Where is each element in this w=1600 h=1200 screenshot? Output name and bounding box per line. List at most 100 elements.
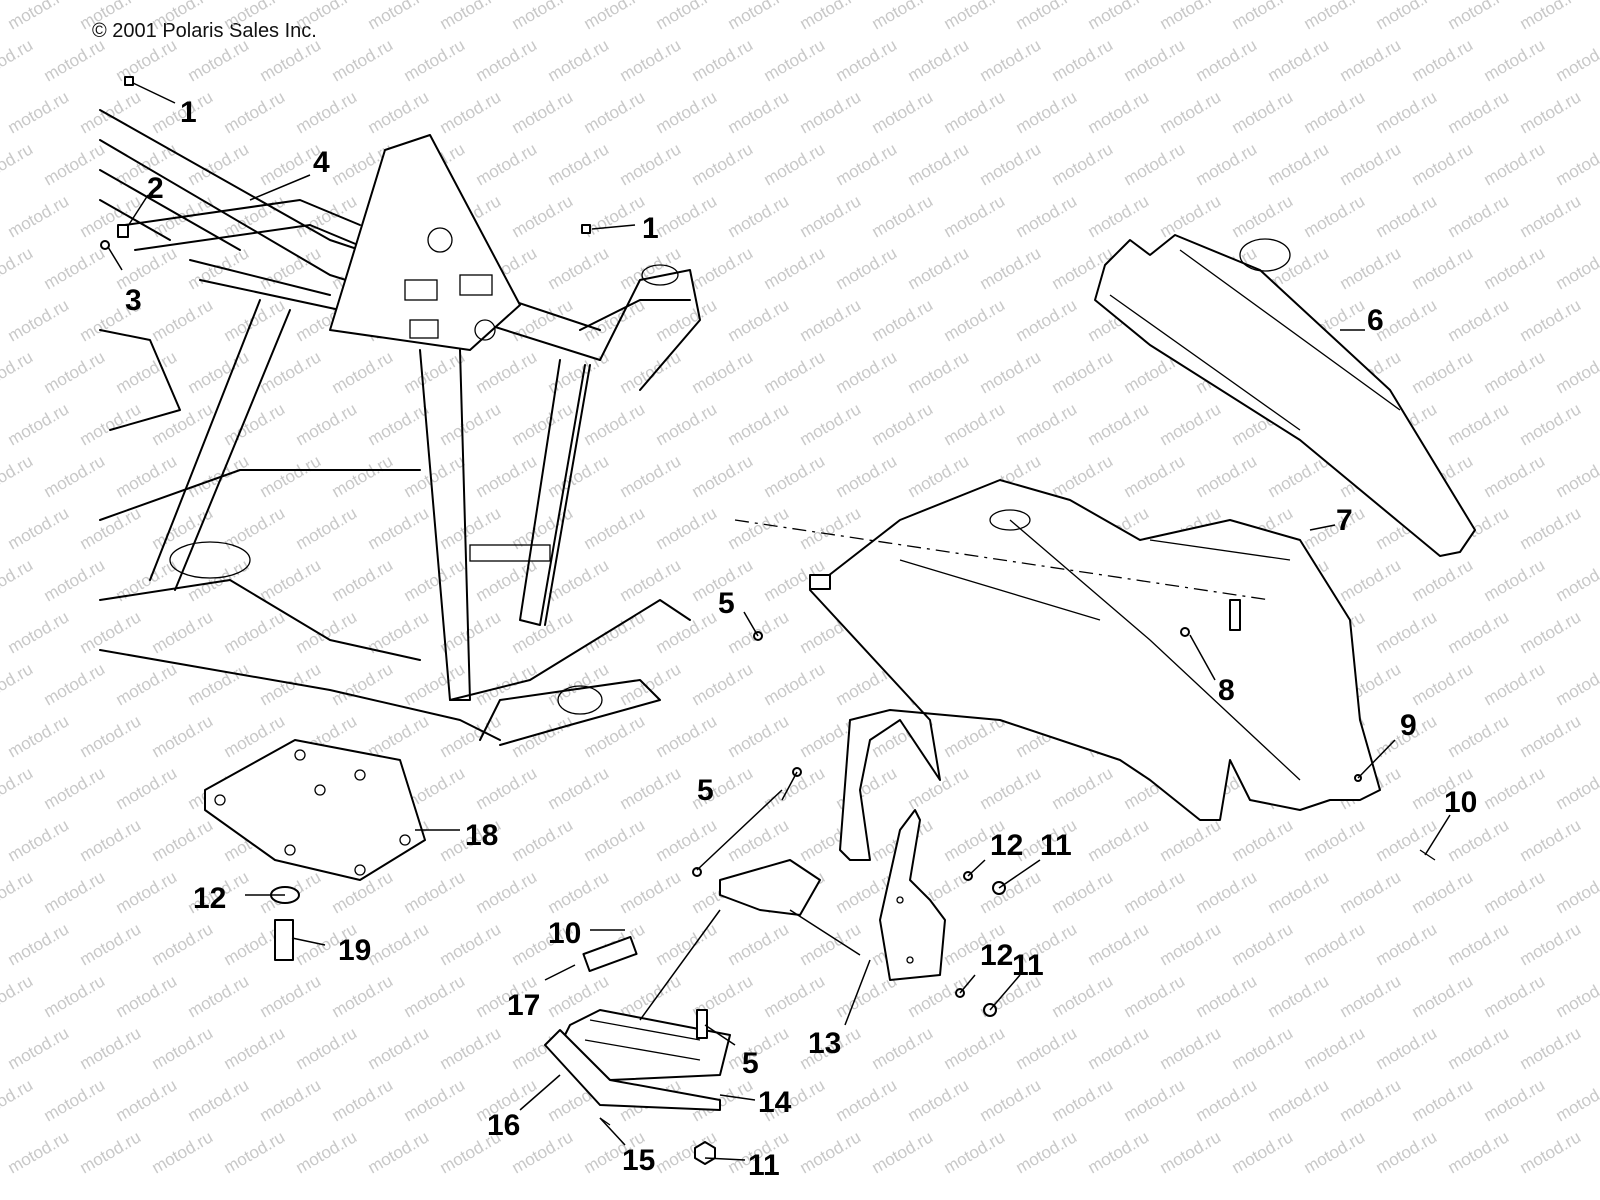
watermark-text: motod.ru (797, 191, 865, 241)
watermark-text: motod.ru (725, 711, 793, 761)
watermark-text: motod.ru (365, 919, 433, 969)
watermark-text: motod.ru (689, 35, 757, 85)
watermark-text: motod.ru (1049, 1075, 1117, 1125)
watermark-text: motod.ru (1049, 763, 1117, 813)
callout-label: 14 (758, 1086, 792, 1119)
watermark-text: motod.ru (1553, 867, 1600, 917)
watermark-text: motod.ru (1085, 87, 1153, 137)
watermark-text: motod.ru (5, 0, 73, 33)
callout-label: 2 (147, 172, 164, 205)
callout-label: 10 (1444, 786, 1477, 819)
watermark-text: motod.ru (1553, 347, 1600, 397)
callout-label: 7 (1336, 504, 1353, 537)
watermark-text: motod.ru (1409, 867, 1477, 917)
watermark-text: motod.ru (1517, 503, 1585, 553)
watermark-text: motod.ru (1409, 971, 1477, 1021)
callout-label: 1 (642, 212, 659, 245)
watermark-text: motod.ru (833, 35, 901, 85)
watermark-text: motod.ru (761, 971, 829, 1021)
watermark-text: motod.ru (0, 763, 36, 813)
watermark-text: motod.ru (437, 1023, 505, 1073)
watermark-text: motod.ru (41, 971, 109, 1021)
watermark-text: motod.ru (185, 35, 253, 85)
watermark-text: motod.ru (401, 35, 469, 85)
watermark-text: motod.ru (5, 87, 73, 137)
watermark-text: motod.ru (581, 295, 649, 345)
screw-icon (274, 919, 294, 961)
watermark-text: motod.ru (1337, 1075, 1405, 1125)
watermark-text: motod.ru (77, 607, 145, 657)
watermark-text: motod.ru (365, 0, 433, 33)
watermark-text: motod.ru (113, 347, 181, 397)
watermark-text: motod.ru (941, 1127, 1009, 1177)
callout-label: 11 (1040, 829, 1072, 862)
watermark-text: motod.ru (1409, 555, 1477, 605)
watermark-text: motod.ru (1193, 139, 1261, 189)
watermark-text: motod.ru (1445, 711, 1513, 761)
screw-icon (692, 867, 702, 877)
watermark-text: motod.ru (761, 451, 829, 501)
watermark-text: motod.ru (41, 867, 109, 917)
watermark-text: motod.ru (509, 815, 577, 865)
watermark-text: motod.ru (1121, 1075, 1189, 1125)
watermark-text: motod.ru (365, 711, 433, 761)
watermark-text: motod.ru (1553, 35, 1600, 85)
watermark-text: motod.ru (1337, 971, 1405, 1021)
watermark-text: motod.ru (1517, 191, 1585, 241)
watermark-text: motod.ru (1553, 451, 1600, 501)
watermark-text: motod.ru (1481, 659, 1549, 709)
watermark-text: motod.ru (113, 243, 181, 293)
watermark-text: motod.ru (293, 503, 361, 553)
watermark-text: motod.ru (1301, 191, 1369, 241)
callout-label: 5 (697, 774, 714, 807)
watermark-text: motod.ru (1013, 1127, 1081, 1177)
watermark-text: motod.ru (1265, 971, 1333, 1021)
watermark-text: motod.ru (1445, 1023, 1513, 1073)
watermark-text: motod.ru (617, 451, 685, 501)
watermark-text: motod.ru (365, 503, 433, 553)
watermark-text: motod.ru (1157, 399, 1225, 449)
watermark-text: motod.ru (653, 295, 721, 345)
watermark-text: motod.ru (1373, 607, 1441, 657)
watermark-text: motod.ru (1229, 191, 1297, 241)
watermark-text: motod.ru (1445, 87, 1513, 137)
watermark-text: motod.ru (185, 1075, 253, 1125)
watermark-text: motod.ru (689, 139, 757, 189)
callout-label: 5 (742, 1047, 759, 1080)
watermark-text: motod.ru (509, 0, 577, 33)
screw-icon (100, 240, 110, 250)
watermark-text: motod.ru (1049, 139, 1117, 189)
front-fender (809, 479, 1381, 861)
watermark-text: motod.ru (1085, 399, 1153, 449)
watermark-text: motod.ru (833, 347, 901, 397)
watermark-text: motod.ru (77, 1023, 145, 1073)
watermark-text: motod.ru (977, 347, 1045, 397)
watermark-text: motod.ru (473, 555, 541, 605)
watermark-text: motod.ru (581, 607, 649, 657)
callout-label: 10 (548, 917, 581, 950)
callout-label: 12 (990, 829, 1023, 862)
watermark-text: motod.ru (941, 0, 1009, 33)
watermark-text: motod.ru (725, 295, 793, 345)
watermark-text: motod.ru (0, 139, 36, 189)
watermark-text: motod.ru (41, 659, 109, 709)
watermark-text: motod.ru (1193, 971, 1261, 1021)
watermark-text: motod.ru (581, 815, 649, 865)
watermark-text: motod.ru (977, 1075, 1045, 1125)
watermark-text: motod.ru (545, 867, 613, 917)
watermark-text: motod.ru (905, 35, 973, 85)
watermark-text: motod.ru (509, 191, 577, 241)
watermark-text: motod.ru (1373, 919, 1441, 969)
watermark-text: motod.ru (257, 451, 325, 501)
watermark-text: motod.ru (1301, 1023, 1369, 1073)
watermark-text: motod.ru (185, 555, 253, 605)
watermark-text: motod.ru (1481, 243, 1549, 293)
watermark-text: motod.ru (581, 0, 649, 33)
watermark-text: motod.ru (797, 0, 865, 33)
watermark-text: motod.ru (1157, 815, 1225, 865)
watermark-text: motod.ru (365, 1127, 433, 1177)
watermark-text: motod.ru (977, 763, 1045, 813)
callout-label: 9 (1400, 709, 1417, 742)
watermark-text: motod.ru (941, 87, 1009, 137)
